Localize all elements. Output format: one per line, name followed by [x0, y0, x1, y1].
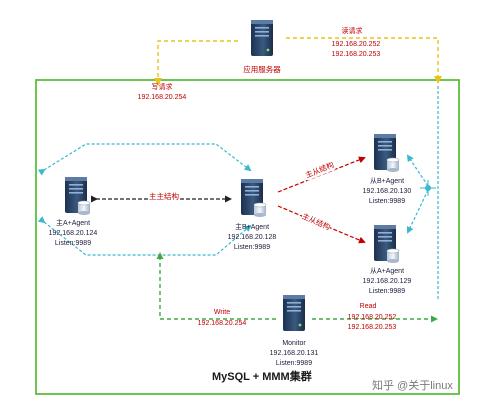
slave-a-name: 从A+Agent	[369, 268, 405, 275]
monitor-read-ip-1: 192.168.20.252	[347, 314, 397, 321]
cluster-title: MySQL + MMM集群	[212, 371, 312, 383]
slave-a-server-icon	[374, 225, 400, 264]
app-server-icon	[251, 20, 273, 56]
master-b-server-icon	[241, 179, 267, 218]
master-a-ip: 192.168.20.124	[48, 230, 98, 237]
monitor-write-ip: 192.168.20.254	[197, 320, 247, 327]
monitor-name: Monitor	[282, 340, 306, 347]
slave-b-server-icon	[374, 134, 400, 173]
master-a-listen: Listen:9989	[54, 240, 92, 247]
read-request-ip-2: 192.168.20.253	[331, 51, 381, 58]
cluster-border	[35, 79, 460, 395]
monitor-listen: Listen:9989	[275, 360, 313, 367]
slave-b-ip: 192.168.20.130	[362, 188, 412, 195]
hub-to-slave-a	[406, 189, 429, 234]
write-request-arrow	[154, 40, 238, 86]
monitor-write-link	[156, 252, 276, 320]
ab-link-bottom	[37, 216, 252, 256]
monitor-write-label: Write	[213, 309, 231, 316]
slave-a-listen: Listen:9989	[368, 288, 406, 295]
read-request-label: 读请求	[341, 28, 363, 35]
monitor-ip: 192.168.20.131	[269, 350, 319, 357]
read-request-ip-1: 192.168.20.252	[331, 41, 381, 48]
monitor-read-label: Read	[359, 303, 377, 310]
master-b-name: 主B+Agent	[234, 224, 270, 231]
hub-to-slave-b	[406, 154, 429, 187]
master-slave-link-bottom	[277, 205, 366, 244]
master-b-ip: 192.168.20.128	[227, 234, 277, 241]
write-request-label: 写请求	[151, 84, 173, 91]
master-a-name: 主A+Agent	[55, 220, 91, 227]
monitor-server-icon	[283, 295, 305, 331]
read-request-arrow	[286, 37, 442, 84]
slave-a-ip: 192.168.20.129	[362, 278, 412, 285]
master-master-label: 主主结构	[149, 192, 179, 202]
watermark: 知乎 @关于linux	[372, 380, 453, 392]
slave-b-listen: Listen:9989	[368, 198, 406, 205]
master-b-listen: Listen:9989	[233, 244, 271, 251]
master-slave-link-top	[277, 156, 366, 193]
ab-link-top	[37, 143, 252, 176]
monitor-read-ip-2: 192.168.20.253	[347, 324, 397, 331]
hub-node	[420, 180, 436, 196]
master-a-server-icon	[65, 177, 91, 216]
slave-b-name: 从B+Agent	[369, 178, 405, 185]
app-server-label: 应用服务器	[243, 65, 281, 74]
write-request-ip: 192.168.20.254	[137, 94, 187, 101]
